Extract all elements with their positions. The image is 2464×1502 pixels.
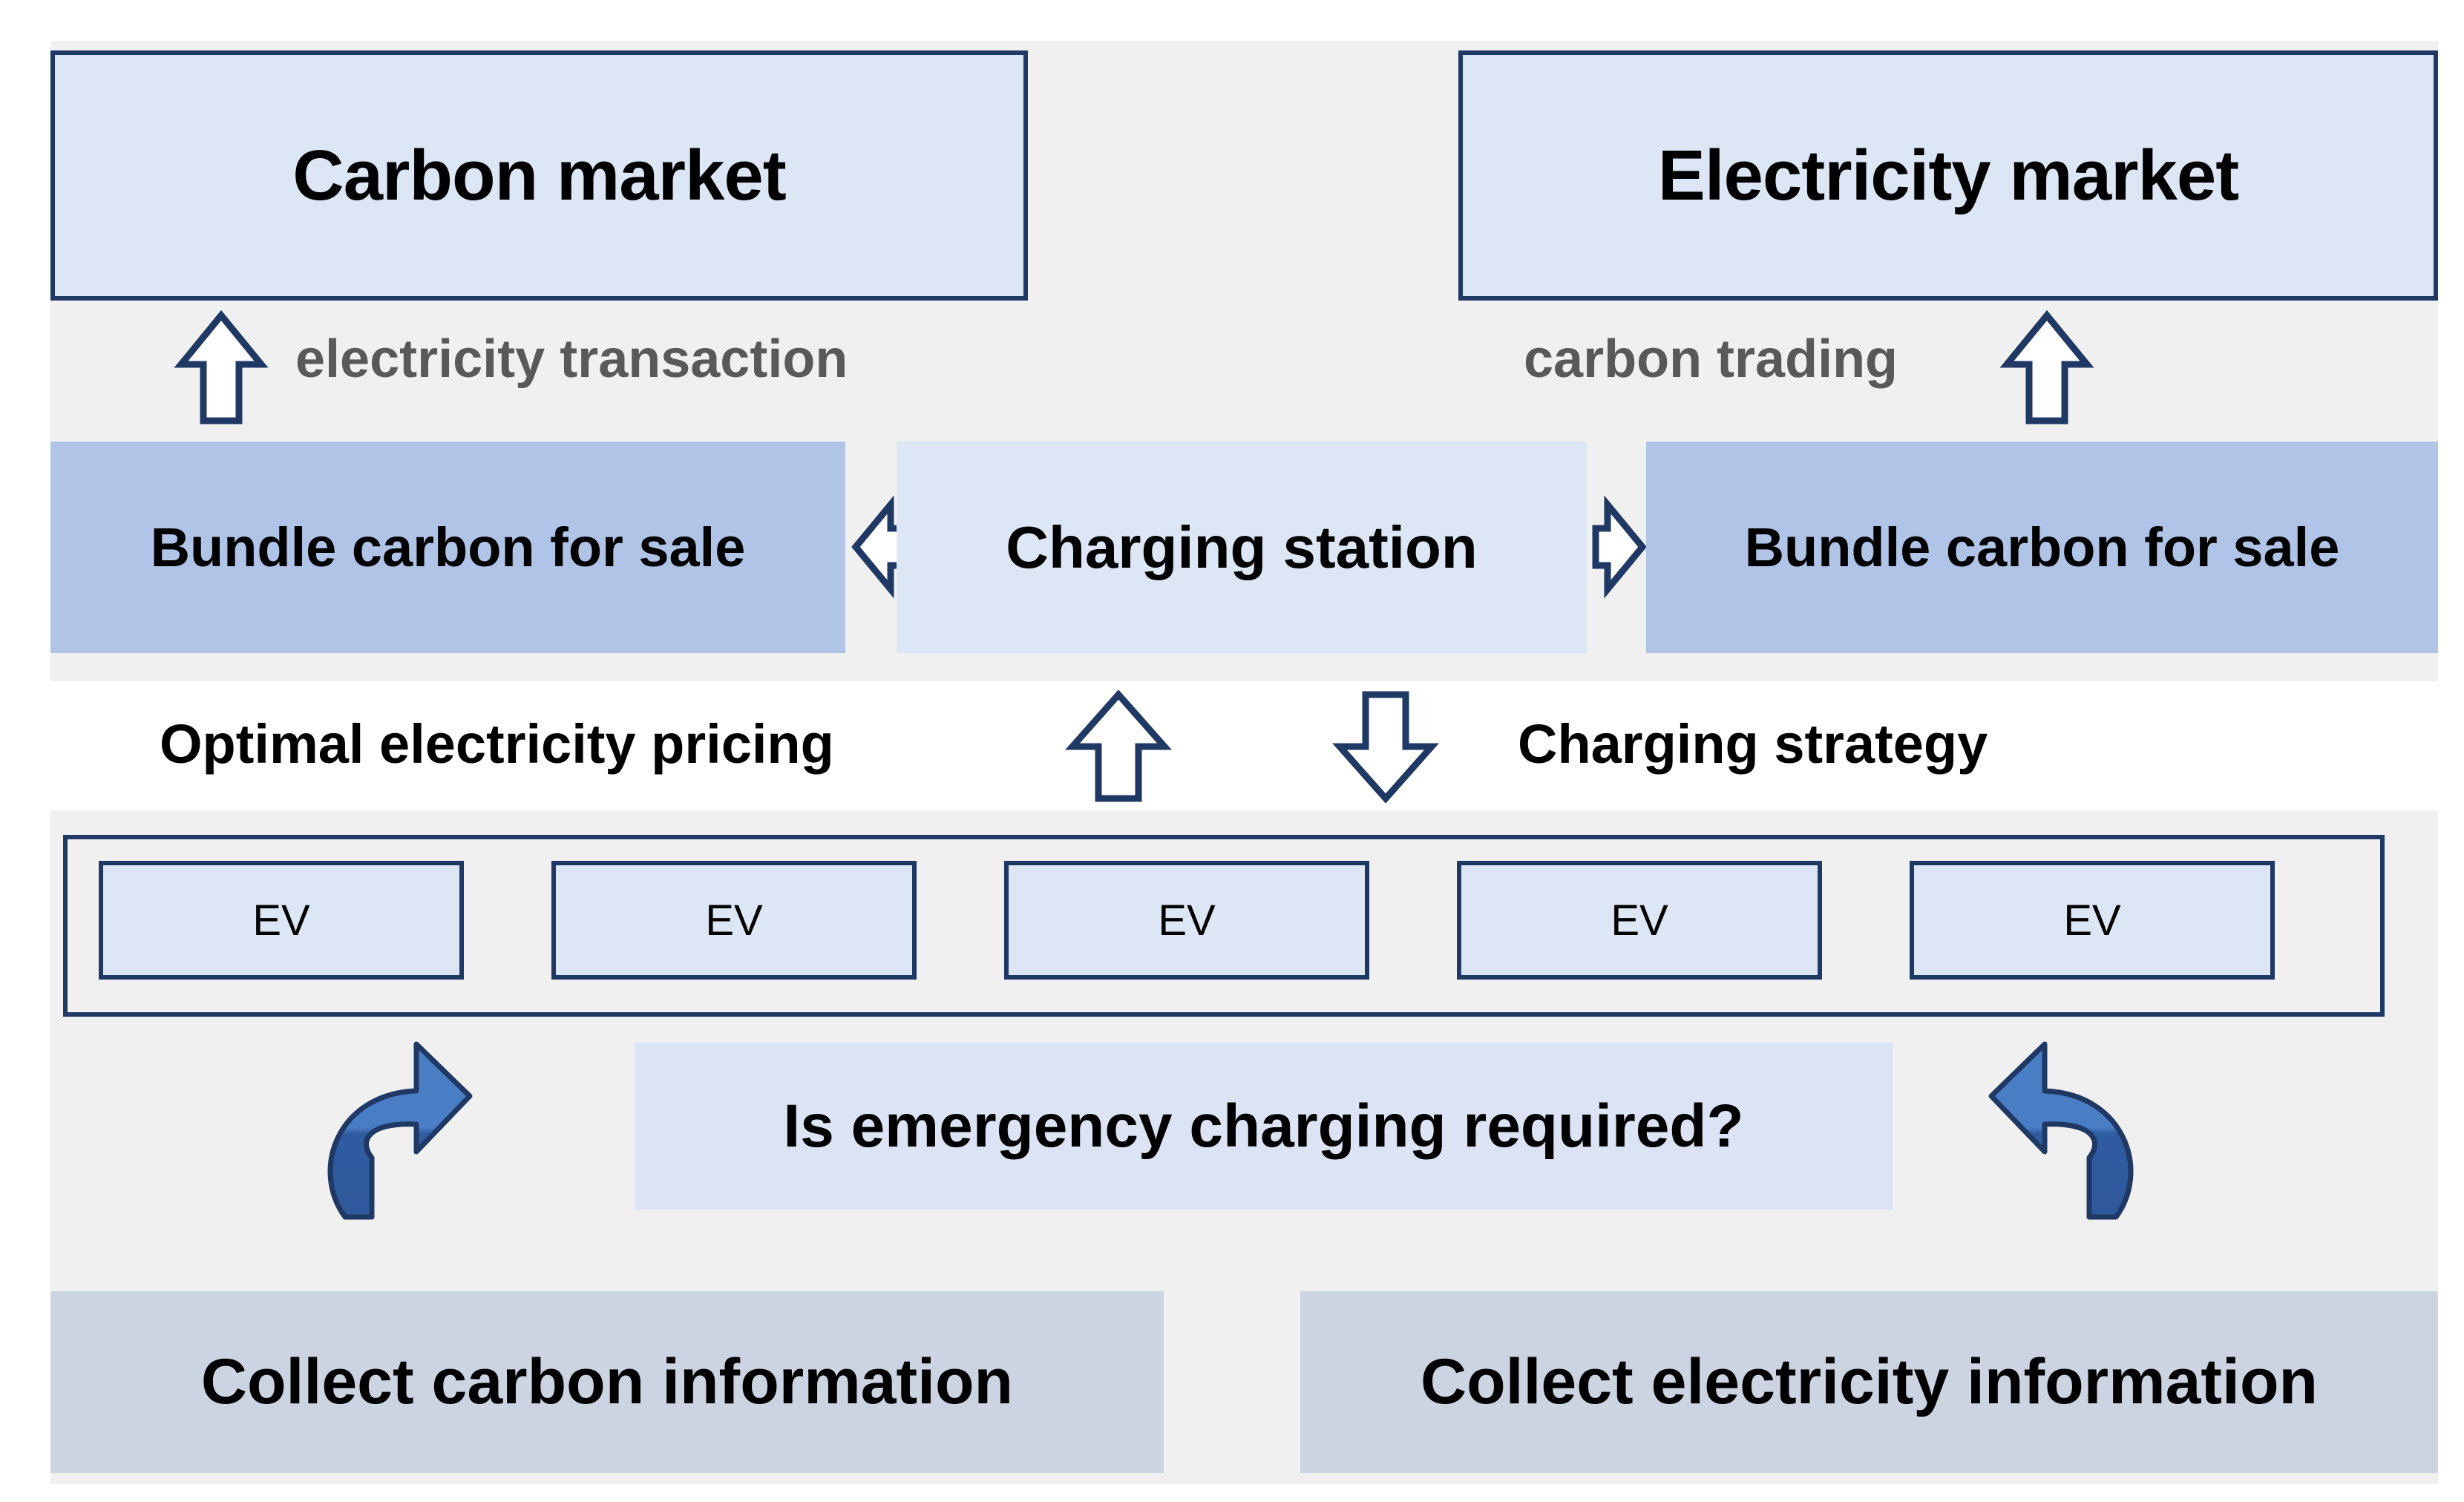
arrow-down-strategy-icon [1332,691,1439,804]
ev-fleet-container: EV EV EV EV EV [63,835,2385,1017]
ev-box-2[interactable]: EV [551,861,917,980]
arrow-curved-right-icon [1988,1041,2134,1220]
bundle-carbon-for-sale-right-box[interactable]: Bundle carbon for sale [1646,442,2438,653]
arrow-curved-left-icon [327,1041,473,1220]
collect-carbon-information-box[interactable]: Collect carbon information [50,1291,1164,1473]
upper-market-panel: Carbon market Electricity market electri… [50,41,2438,681]
bundle-carbon-for-sale-left-box[interactable]: Bundle carbon for sale [50,442,845,653]
lower-ev-panel: EV EV EV EV EV Is emerg [50,810,2438,1484]
ev-box-1[interactable]: EV [99,861,464,980]
arrow-up-carbon-icon [174,309,269,424]
ev-box-3[interactable]: EV [1004,861,1369,980]
carbon-market-box[interactable]: Carbon market [50,50,1028,301]
collect-electricity-information-box[interactable]: Collect electricity information [1300,1291,2438,1473]
pricing-strategy-band: Optimal electricity pricing Charging str… [0,681,2464,810]
ev-box-4[interactable]: EV [1457,861,1822,980]
ev-box-5[interactable]: EV [1910,861,2275,980]
emergency-charging-decision-box[interactable]: Is emergency charging required? [635,1043,1893,1210]
optimal-electricity-pricing-label: Optimal electricity pricing [160,713,834,775]
arrow-right-bundle-icon [1592,495,1647,599]
arrow-up-electricity-icon [1999,309,2094,424]
electricity-transaction-label: electricity transaction [295,329,848,389]
electricity-market-box[interactable]: Electricity market [1458,50,2438,301]
charging-station-box[interactable]: Charging station [897,442,1587,653]
carbon-trading-label: carbon trading [1524,329,1898,389]
charging-strategy-label: Charging strategy [1518,713,1988,775]
arrow-up-pricing-icon [1065,689,1172,802]
